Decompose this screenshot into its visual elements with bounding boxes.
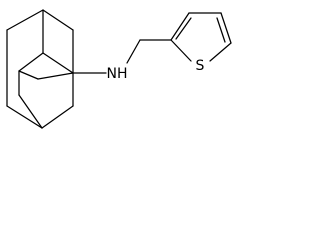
bond — [18, 94, 43, 129]
bond — [170, 12, 190, 41]
bond — [6, 9, 44, 31]
bond — [209, 42, 232, 62]
bond — [18, 52, 44, 72]
thiophene-sulfur-label: S — [196, 58, 205, 74]
atom-labels: NH S — [107, 58, 205, 82]
chemical-structure: NH S — [6, 9, 232, 129]
bond — [6, 105, 43, 129]
adamantane-cage — [6, 9, 74, 129]
bond — [126, 39, 141, 64]
bond — [37, 72, 74, 80]
bond — [41, 105, 74, 129]
amine-nitrogen-label: NH — [107, 66, 128, 82]
bond — [170, 39, 192, 62]
bond — [42, 52, 74, 74]
bond — [18, 70, 39, 80]
bond — [220, 12, 232, 44]
thiophene-ring — [170, 12, 232, 62]
bond — [175, 17, 192, 40]
bond — [216, 17, 226, 43]
amine-linker — [72, 39, 172, 74]
bond — [42, 9, 74, 31]
